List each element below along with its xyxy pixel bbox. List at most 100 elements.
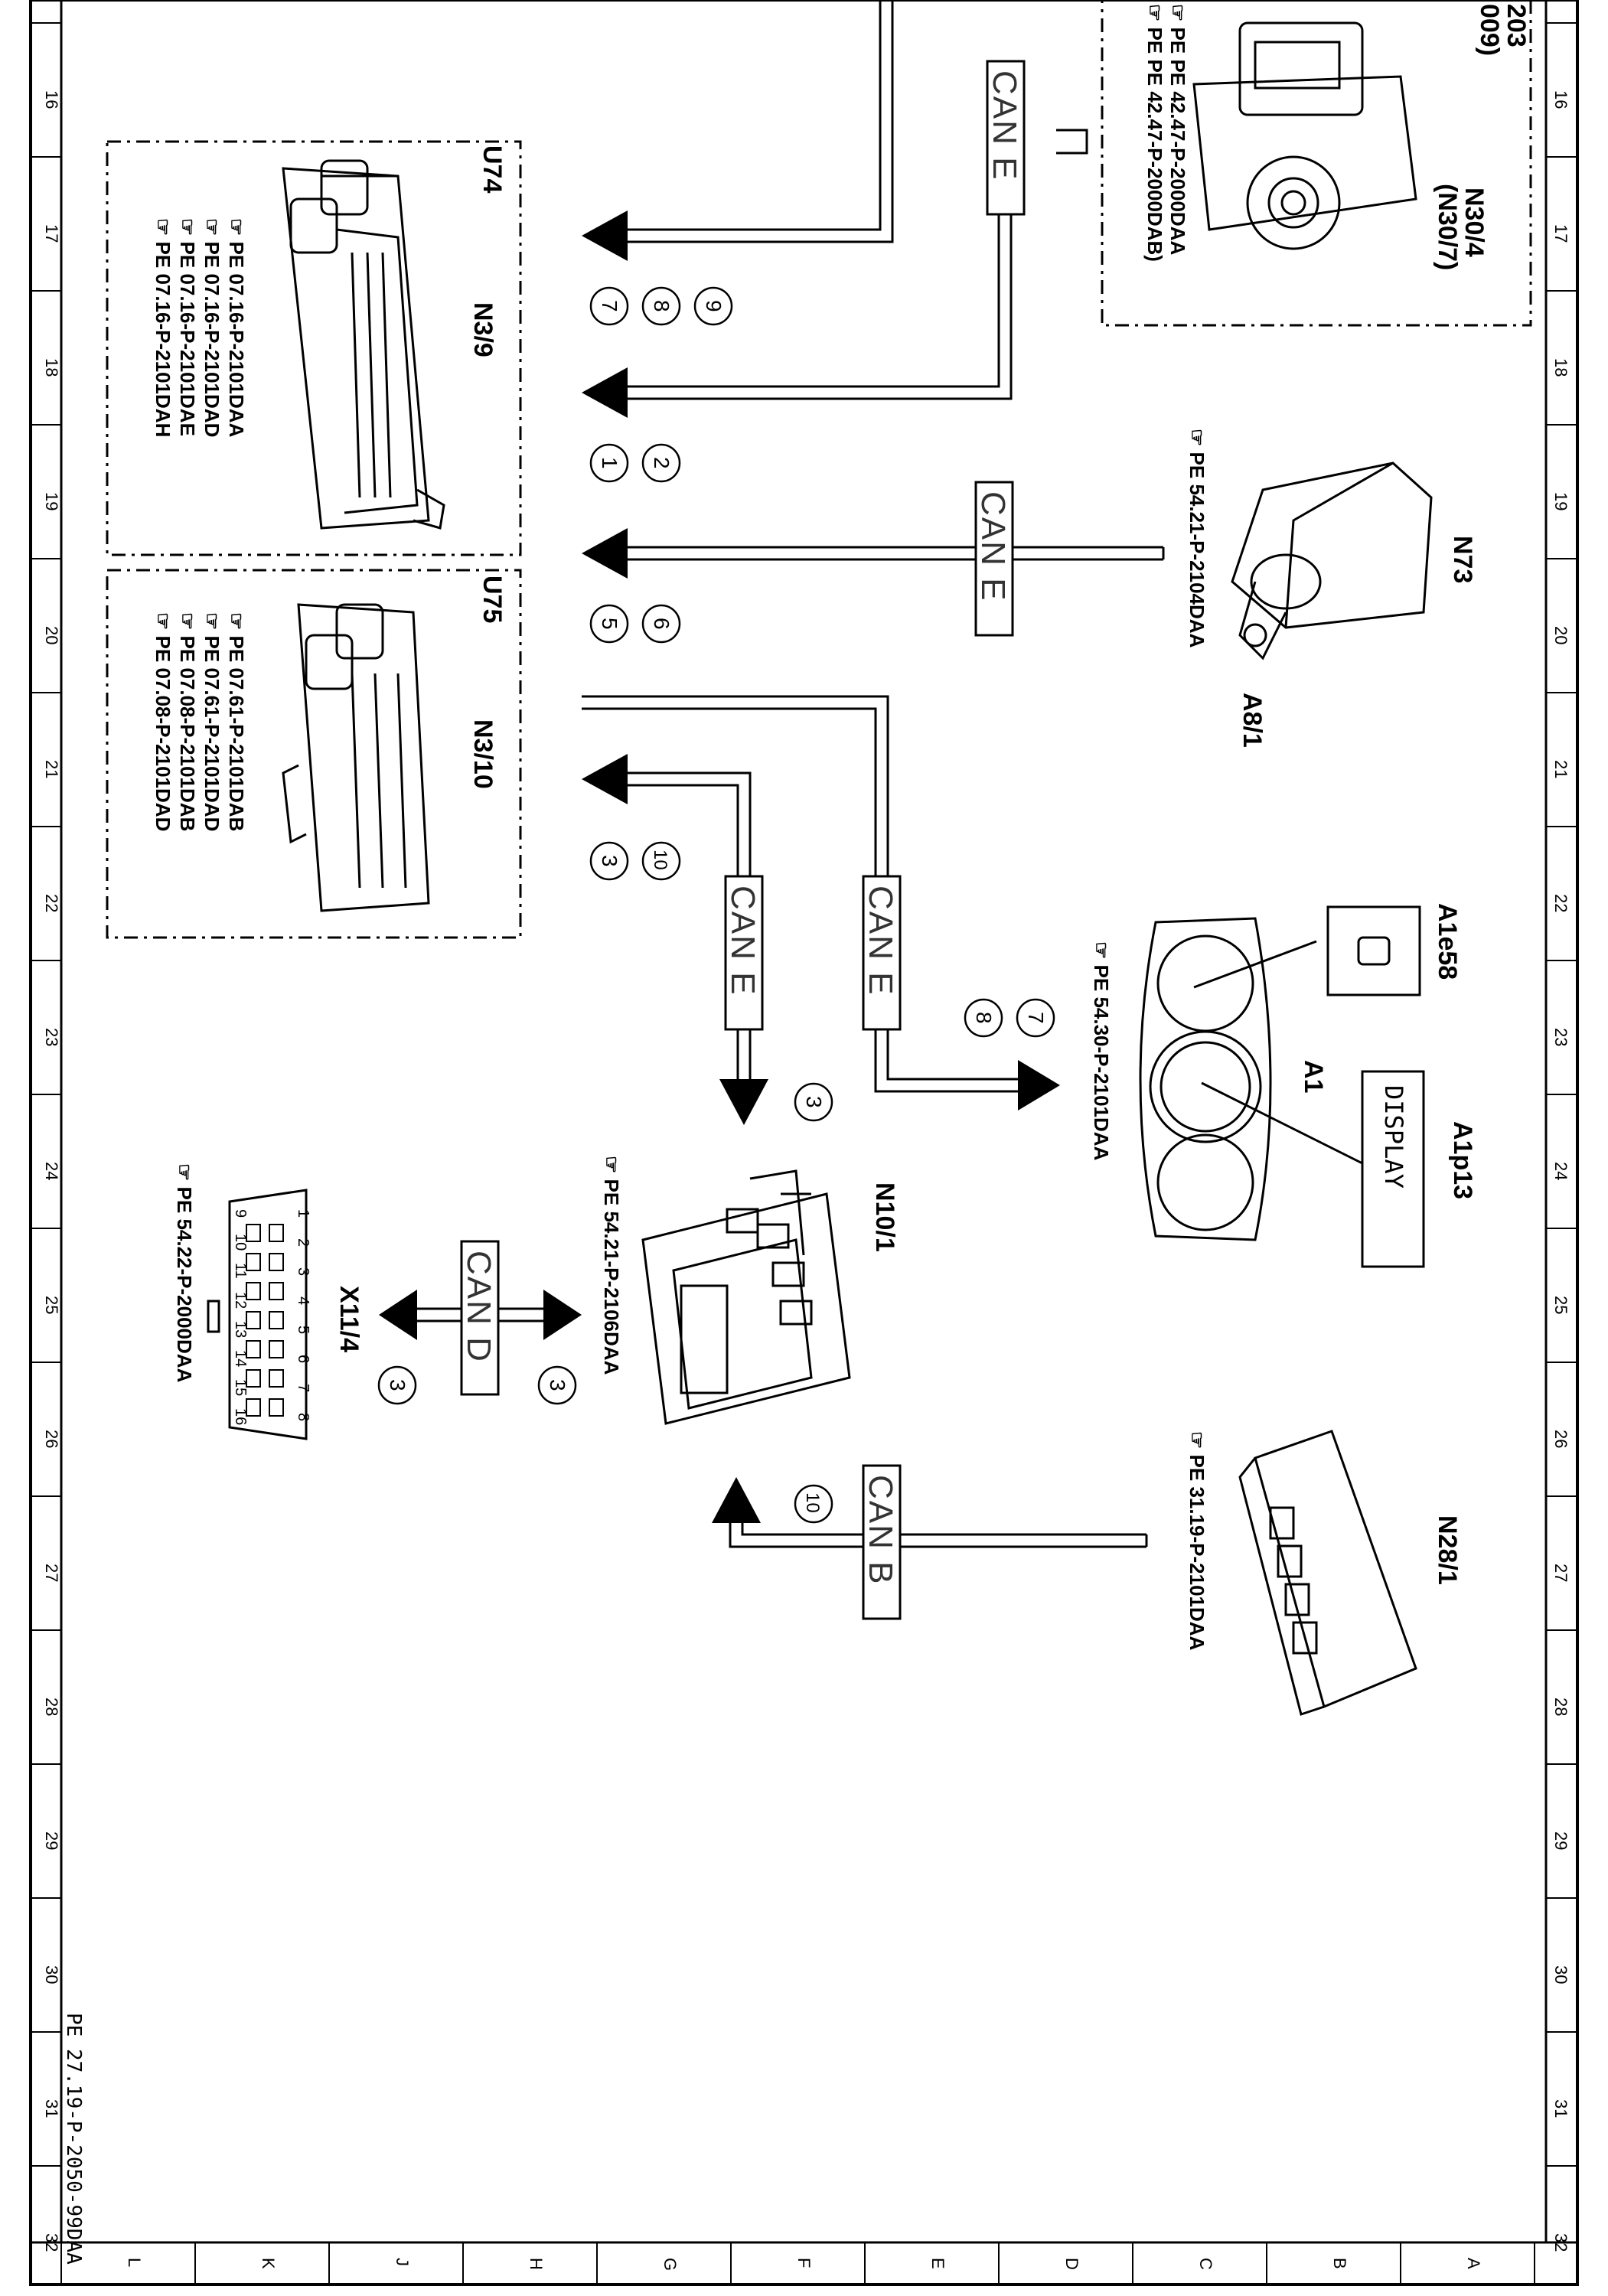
bus-wires [417, 0, 1165, 1548]
n30-label-alt: (N30/7) [1433, 184, 1462, 270]
pin-number: 5 [295, 1326, 311, 1334]
can-label-box [460, 1240, 500, 1396]
pin-number: 2 [295, 1238, 311, 1247]
ruler-number: 28 [1551, 1698, 1570, 1716]
pin-number: 11 [232, 1263, 249, 1279]
sam-module-drawing [641, 1169, 851, 1425]
ignition-switch-drawing [1231, 461, 1433, 660]
callout-circle [964, 998, 1003, 1038]
pin-number: 13 [232, 1321, 249, 1338]
callout-number: 3 [598, 855, 621, 867]
abs-unit-drawing [1192, 21, 1417, 250]
callout-number: 1 [598, 457, 621, 469]
callout-number: 9 [702, 300, 726, 312]
ruler-number: 18 [42, 358, 61, 377]
ruler-number: 22 [42, 894, 61, 912]
outer-frame [29, 0, 1579, 2286]
x11-label: X11/4 [334, 1286, 364, 1352]
ruler-number: 32 [42, 2233, 61, 2252]
ruler-number: 22 [1551, 894, 1570, 912]
callout-number: 5 [598, 618, 621, 630]
n28-label: N28/1 [1433, 1515, 1462, 1585]
callout-circle [794, 1484, 833, 1524]
u75-frame [106, 569, 522, 939]
callout-circle [589, 604, 629, 644]
ruler-number: 31 [42, 2099, 61, 2118]
arrowhead [582, 210, 628, 261]
arrowhead [582, 528, 628, 579]
n30-frame [1101, 0, 1532, 327]
reference: ☞ PE 07.16-P-2101DAE [176, 218, 199, 436]
ruler-letter: L [125, 2258, 144, 2267]
ruler-number: 24 [1551, 1162, 1570, 1180]
ruler-number: 17 [1551, 224, 1570, 243]
obd-connector-drawing [207, 1189, 308, 1440]
arrowhead [712, 1477, 761, 1523]
instrument-cluster-drawing [1139, 905, 1425, 1268]
callout-numbers: 9 8 7 2 1 6 5 10 3 7 8 3 3 3 10 [386, 300, 1048, 1513]
callout-number: 3 [546, 1379, 569, 1391]
ruler-number: 19 [42, 492, 61, 510]
reference: ☞ PE 07.61-P-2101DAD [201, 612, 223, 831]
ruler-number: 21 [1551, 760, 1570, 778]
can-label-box [862, 875, 902, 1031]
trailer-module-drawing [1238, 1430, 1417, 1716]
ruler-number: 17 [42, 224, 61, 243]
can-label-box [974, 481, 1014, 637]
pin-number: 16 [232, 1408, 249, 1425]
arrowhead [582, 367, 628, 418]
ruler-letter: D [1062, 2258, 1081, 2270]
ruler-letter: K [259, 2258, 278, 2269]
callout-number: 10 [802, 1492, 823, 1513]
pin-number: 10 [232, 1234, 249, 1251]
pin-number: 1 [295, 1209, 311, 1218]
ruler-numbers-right: 16 17 18 19 20 21 22 23 24 25 26 27 28 2… [1551, 90, 1570, 2252]
n10-reference: ☞ PE 54.21-P-2106DAA [600, 1156, 623, 1375]
u75-component-label: N3/10 [468, 719, 497, 789]
arrowhead [1018, 1060, 1060, 1110]
ruler-number: 29 [1551, 1831, 1570, 1850]
callout-circle [641, 841, 681, 881]
n73-label: N73 [1448, 536, 1477, 583]
ruler-number: 29 [42, 1831, 61, 1850]
pin-number: 14 [232, 1350, 249, 1367]
top-partial-line2: 009) [1475, 4, 1504, 56]
ruler-number: 25 [1551, 1296, 1570, 1314]
pin-number: 6 [295, 1355, 311, 1363]
u74-component-label: N3/9 [468, 302, 497, 357]
ruler-letter: E [928, 2258, 948, 2269]
reference: ☞ PE 07.61-P-2101DAB [225, 612, 248, 831]
ruler-number: 24 [42, 1162, 61, 1180]
callout-circle [589, 841, 629, 881]
ecu-n3-10-drawing [282, 603, 430, 912]
ruler-number: 25 [42, 1296, 61, 1314]
callout-circle [641, 604, 681, 644]
can-e-label: CAN E [986, 70, 1023, 181]
document-reference: PE 27.19-P-2050-99DAA [62, 2013, 85, 2265]
callout-circle [589, 286, 629, 326]
pin-number: 4 [295, 1296, 311, 1305]
ruler-number: 18 [1551, 358, 1570, 377]
a8-1-label: A8/1 [1238, 693, 1267, 748]
u74-frame [106, 140, 522, 556]
callout-number: 7 [598, 300, 621, 312]
callout-number: 3 [802, 1096, 826, 1108]
ruler-number: 32 [1551, 2233, 1570, 2252]
ruler-letter: J [393, 2258, 412, 2266]
x11-reference: ☞ PE 54.22-P-2000DAA [173, 1163, 196, 1383]
reference: ☞ PE PE 42.47-P-2000DAA [1166, 4, 1189, 255]
u74-reference-list: ☞ PE 07.16-P-2101DAA ☞ PE 07.16-P-2101DA… [152, 218, 248, 438]
ruler-number: 19 [1551, 492, 1570, 510]
ruler-number: 26 [42, 1430, 61, 1448]
u75-reference-list: ☞ PE 07.61-P-2101DAB ☞ PE 07.61-P-2101DA… [152, 612, 248, 831]
arrowhead [582, 754, 628, 804]
ruler-letters-bottom: L K J H G F E D C B A [125, 2258, 1483, 2271]
reference: ☞ PE 07.08-P-2101DAB [176, 612, 199, 831]
arrowhead [379, 1290, 417, 1340]
top-partial-line1: 203 [1502, 4, 1531, 47]
callouts [377, 286, 1055, 1524]
n30-label: N30/4 [1460, 188, 1489, 257]
pin-number: 8 [295, 1413, 311, 1421]
ruler-number: 16 [42, 90, 61, 109]
can-label-box [862, 1464, 902, 1620]
